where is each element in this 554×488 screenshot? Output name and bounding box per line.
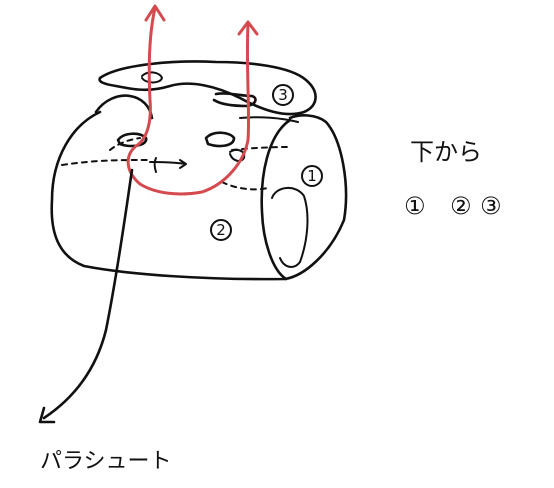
order-title: 下から [410, 138, 482, 166]
buckle-left [116, 132, 148, 148]
lid-flap-left [94, 94, 154, 120]
marker-circle-2 [210, 219, 232, 241]
order-step-3: ③ [480, 192, 502, 220]
cord-arrow-head [38, 406, 56, 424]
lid-strap [212, 92, 257, 108]
marker-3: 3 [278, 86, 288, 104]
lid-edge [239, 116, 299, 123]
marker-circle-3 [272, 84, 294, 106]
marker-2: 2 [216, 221, 226, 239]
marker-1: 1 [307, 167, 317, 185]
strap-path-loop [126, 6, 251, 196]
pull-direction-arrow [149, 157, 187, 173]
parachute-cord [42, 168, 134, 420]
order-step-2: ② [450, 192, 472, 220]
cable-label: パラシュート [40, 449, 172, 474]
bag-body-outline [50, 110, 348, 281]
order-step-1: ① [404, 192, 426, 220]
bag-side-panel [260, 118, 292, 281]
buckle-right-clip [229, 149, 246, 162]
marker-circle-1 [301, 165, 323, 187]
buckle-right [204, 131, 236, 148]
arrow-head-right [237, 20, 259, 36]
side-pocket [271, 187, 309, 268]
hidden-inner-outline [61, 137, 289, 191]
lid-handle-slot [141, 71, 163, 84]
arrow-head-left [144, 4, 166, 22]
bag-lid [98, 60, 317, 116]
